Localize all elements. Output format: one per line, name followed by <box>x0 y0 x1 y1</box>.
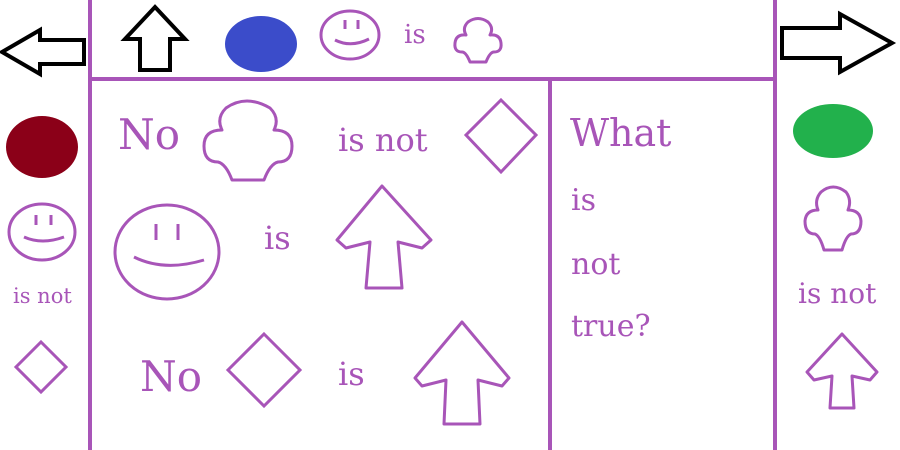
right-spade <box>804 332 880 410</box>
question-word-2: is <box>571 183 596 218</box>
statement-3-subject <box>225 331 303 409</box>
top-is-label: is <box>404 20 426 50</box>
frame-top-bar-bottom <box>88 77 777 81</box>
forward-button[interactable] <box>780 10 897 76</box>
smiley-icon <box>319 9 381 61</box>
right-color-circle[interactable] <box>792 104 874 158</box>
statement-1-subject <box>200 96 296 184</box>
statement-2-relation: is <box>264 219 291 257</box>
question-word-3: not <box>571 247 621 282</box>
frame-right-divider <box>773 0 777 450</box>
club-icon <box>202 99 294 182</box>
left-color-circle[interactable] <box>5 115 79 179</box>
statement-1-relation: is not <box>338 121 428 159</box>
statement-3-object <box>412 320 512 426</box>
top-color-circle[interactable] <box>224 16 298 72</box>
question-word-4: true? <box>571 309 651 344</box>
top-smiley <box>318 8 382 62</box>
diamond-icon <box>463 97 539 175</box>
top-club <box>452 16 504 66</box>
back-button[interactable] <box>0 26 86 78</box>
right-arrow-icon <box>780 10 897 76</box>
spade-icon <box>335 184 433 290</box>
smiley-icon <box>7 202 77 262</box>
question-word-1: What <box>570 111 672 155</box>
diamond-icon <box>13 339 69 395</box>
diamond-icon <box>225 331 303 409</box>
left-smiley <box>6 201 78 263</box>
frame-left-divider <box>88 0 92 450</box>
frame-question-divider <box>548 80 552 450</box>
spade-icon <box>413 320 511 426</box>
right-club <box>802 182 864 254</box>
statement-3-relation: is <box>338 355 365 393</box>
left-arrow-icon <box>0 26 86 78</box>
left-diamond <box>13 339 69 395</box>
spade-icon <box>805 332 879 410</box>
statement-1-object <box>463 97 539 175</box>
up-arrow-icon <box>120 4 190 72</box>
statement-3-prefix: No <box>140 352 203 401</box>
left-is-not-label: is not <box>13 284 72 308</box>
up-button[interactable] <box>120 4 190 72</box>
club-icon <box>453 17 503 64</box>
right-is-not-label: is not <box>798 277 877 310</box>
statement-2-object <box>334 184 434 290</box>
club-icon <box>803 185 863 252</box>
smiley-icon <box>113 203 221 301</box>
statement-1-prefix: No <box>118 110 181 159</box>
statement-2-subject <box>112 202 222 302</box>
